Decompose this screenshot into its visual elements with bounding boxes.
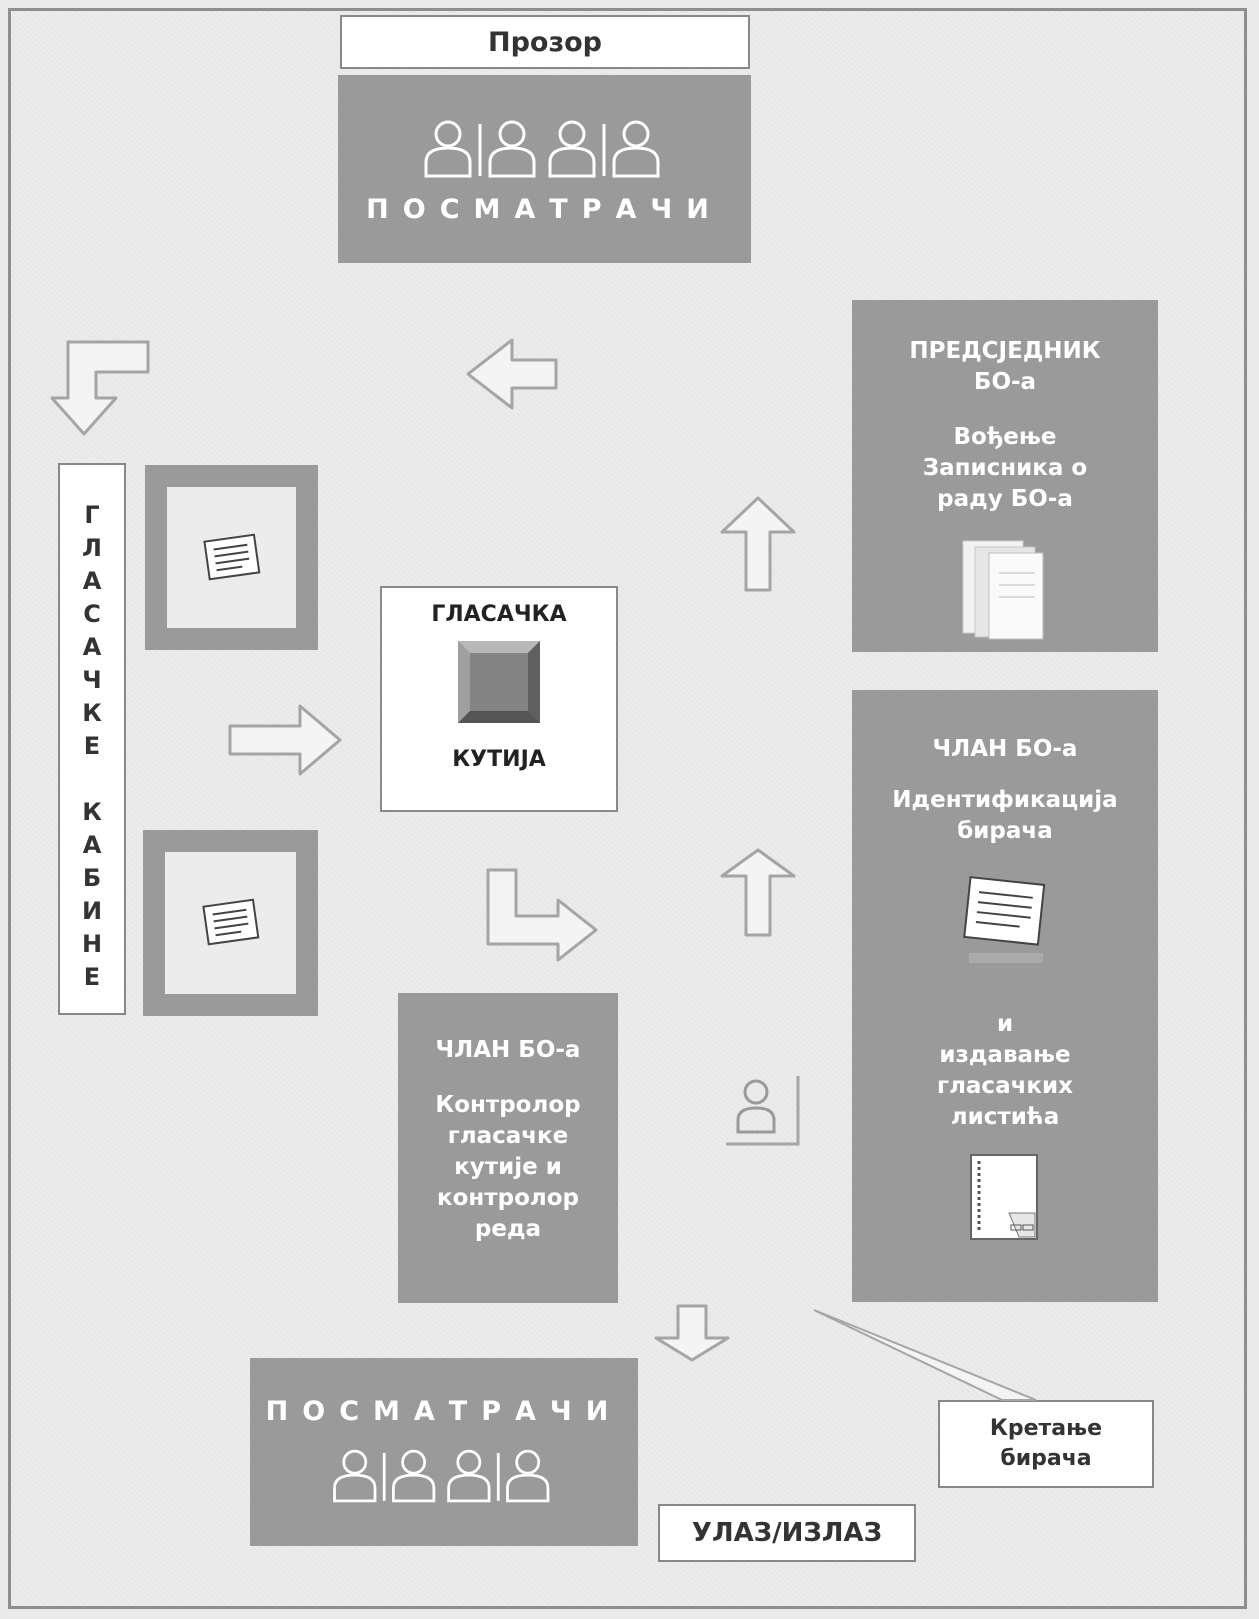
member-id-conjunction: и bbox=[996, 1011, 1014, 1037]
callout-pointer bbox=[813, 1309, 1037, 1401]
member-control-box: ЧЛАН БО-а Контролор гласачке кутије и ко… bbox=[398, 993, 618, 1303]
ballot-box-icon bbox=[458, 641, 540, 723]
arrow-up-icon bbox=[720, 496, 796, 592]
observers-bottom-box: ПОСМАТРАЧИ bbox=[250, 1358, 638, 1546]
member-control-subtitle: Контролор гласачке кутије и контролор ре… bbox=[435, 1092, 581, 1242]
documents-icon bbox=[962, 540, 1044, 640]
people-group-icon bbox=[424, 120, 659, 177]
voting-booth-top bbox=[145, 465, 318, 650]
booths-label-letter: А bbox=[82, 567, 102, 595]
arrow-down-icon bbox=[654, 1304, 730, 1362]
member-id-title: ЧЛАН БО-а bbox=[932, 736, 1078, 762]
window-label: Прозор bbox=[340, 15, 750, 69]
booths-label-letter: Ч bbox=[82, 666, 102, 694]
voting-booth-bottom bbox=[143, 830, 318, 1016]
ballot-paper-icon bbox=[202, 533, 260, 580]
member-id-subtitle: Идентификација бирача bbox=[892, 787, 1118, 844]
entrance-label: УЛАЗ/ИЗЛАЗ bbox=[658, 1504, 916, 1562]
notebook-icon bbox=[970, 1154, 1038, 1240]
observers-top-box: ПОСМАТРАЧИ bbox=[338, 75, 751, 263]
booths-label-letter: К bbox=[82, 798, 102, 826]
arrow-left-icon bbox=[466, 338, 558, 410]
booths-label-letter: А bbox=[82, 831, 102, 859]
ballot-box-line1: ГЛАСАЧКА bbox=[431, 602, 567, 627]
ballot-box-panel: ГЛАСАЧКА КУТИЈА bbox=[380, 586, 618, 812]
booths-label-letter: К bbox=[82, 699, 102, 727]
booths-label-letter: С bbox=[83, 600, 101, 628]
president-title: ПРЕДСЈЕДНИК БО-а bbox=[909, 338, 1101, 395]
booths-label-letter: Г bbox=[84, 501, 100, 529]
booths-label-letter: Е bbox=[83, 732, 101, 760]
movement-label: Кретање бирача bbox=[938, 1400, 1154, 1488]
sheet-icon bbox=[963, 876, 1046, 963]
ballot-paper-icon bbox=[201, 898, 259, 946]
president-box: ПРЕДСЈЕДНИК БО-а Вођење Записника о раду… bbox=[852, 300, 1158, 652]
booths-label-letter: А bbox=[82, 633, 102, 661]
president-subtitle: Вођење Записника о раду БО-а bbox=[922, 424, 1088, 512]
arrow-down-right-icon bbox=[486, 868, 598, 962]
booths-label-letter: И bbox=[81, 897, 103, 925]
member-id-subtitle2: издавање гласачких листића bbox=[937, 1042, 1073, 1130]
member-control-title: ЧЛАН БО-а bbox=[435, 1037, 581, 1063]
ballot-box-line2: КУТИЈА bbox=[452, 747, 546, 772]
observers-top-label: ПОСМАТРАЧИ bbox=[366, 193, 723, 225]
arrow-right-icon bbox=[228, 704, 342, 776]
people-group-icon bbox=[333, 1449, 550, 1502]
booths-label-letter: Н bbox=[81, 930, 103, 958]
booths-label-letter: Л bbox=[82, 534, 102, 562]
booths-label-letter: Б bbox=[82, 864, 102, 892]
booths-label-letter: Е bbox=[83, 963, 101, 991]
arrow-up-icon bbox=[720, 848, 796, 937]
arrow-down-left-icon bbox=[50, 340, 150, 436]
observers-bottom-label: ПОСМАТРАЧИ bbox=[265, 1395, 623, 1427]
member-id-box: ЧЛАН БО-а Идентификација бирача и издава… bbox=[852, 690, 1158, 1302]
voter-icon bbox=[726, 1076, 800, 1146]
